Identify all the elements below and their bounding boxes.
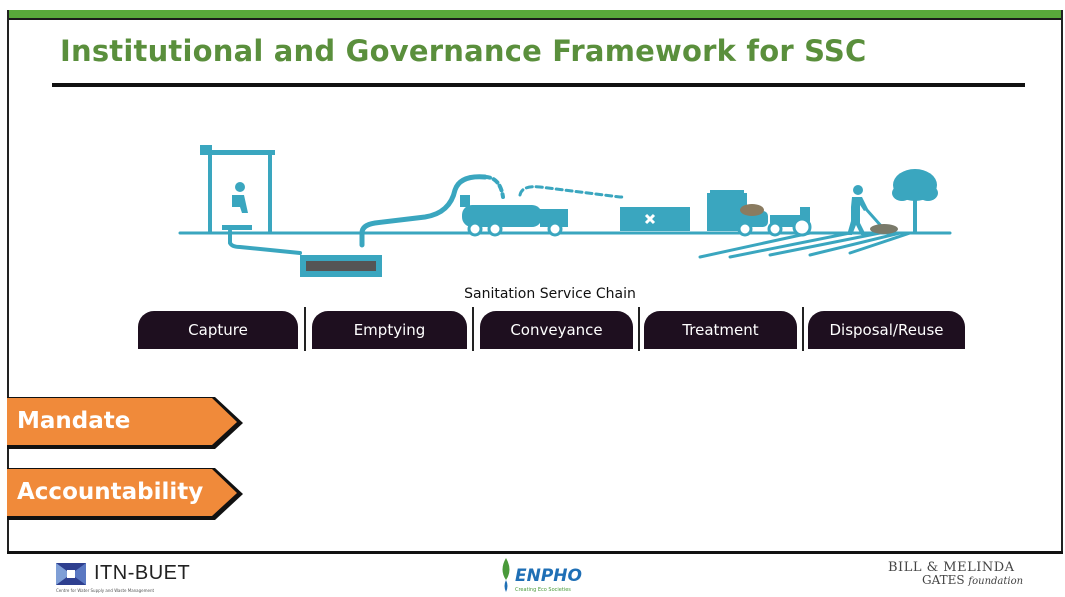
accountability-label: Accountability — [17, 479, 204, 505]
top-border-line — [7, 18, 1063, 20]
itn-buet-text: ITN-BUET — [94, 562, 191, 584]
gates-logo-gates: GATES — [922, 573, 965, 587]
stage-emptying: Emptying — [312, 311, 467, 349]
stage-divider — [472, 307, 474, 351]
farmer-icon — [847, 185, 898, 235]
mandate-label: Mandate — [17, 408, 131, 434]
slide-frame-right — [1061, 10, 1063, 558]
gates-logo-line1: BILL & MELINDA — [888, 560, 1015, 575]
enpho-logo: ENPHO Creating Eco Societies — [497, 556, 597, 596]
arrow-tab-shape — [7, 397, 243, 449]
stage-treatment: Treatment — [644, 311, 797, 349]
enpho-subtitle: Creating Eco Societies — [515, 587, 571, 593]
top-accent-bar — [7, 10, 1063, 18]
slide-frame-left — [7, 10, 9, 558]
treatment-plant-icon — [620, 190, 747, 231]
stage-divider — [304, 307, 306, 351]
itn-buet-logo: ITN-BUET Centre for Water Supply and Was… — [56, 562, 191, 593]
gates-foundation-logo: BILL & MELINDA GATES foundation — [888, 560, 1028, 587]
stage-disposal-reuse: Disposal/Reuse — [808, 311, 965, 349]
mandate-tab[interactable]: Mandate — [7, 395, 247, 451]
tree-icon — [892, 169, 938, 233]
sanitation-chain-illustration — [178, 145, 952, 277]
tractor-icon — [737, 204, 812, 237]
accountability-tab[interactable]: Accountability — [7, 466, 247, 522]
toilet-icon — [200, 145, 275, 233]
vacuum-truck-icon — [460, 195, 568, 237]
sanitation-chain-label: Sanitation Service Chain — [464, 286, 636, 302]
itn-buet-emblem-icon — [56, 562, 86, 585]
title-underline — [52, 83, 1025, 87]
stage-conveyance: Conveyance — [480, 311, 633, 349]
itn-buet-subtitle: Centre for Water Supply and Waste Manage… — [56, 588, 155, 593]
enpho-text: ENPHO — [515, 566, 582, 586]
enpho-leaf-icon — [502, 558, 510, 592]
stage-divider — [802, 307, 804, 351]
stage-divider — [638, 307, 640, 351]
gates-logo-line2: GATES foundation — [922, 573, 1028, 587]
slide-title: Institutional and Governance Framework f… — [60, 34, 867, 68]
footer-border-line — [7, 551, 1063, 554]
arrow-tab-shape — [7, 468, 243, 520]
footer-logos: ITN-BUET Centre for Water Supply and Was… — [0, 554, 1065, 597]
stage-capture: Capture — [138, 311, 298, 349]
gates-logo-foundation: foundation — [968, 576, 1024, 587]
pit-tank-icon — [300, 255, 382, 277]
